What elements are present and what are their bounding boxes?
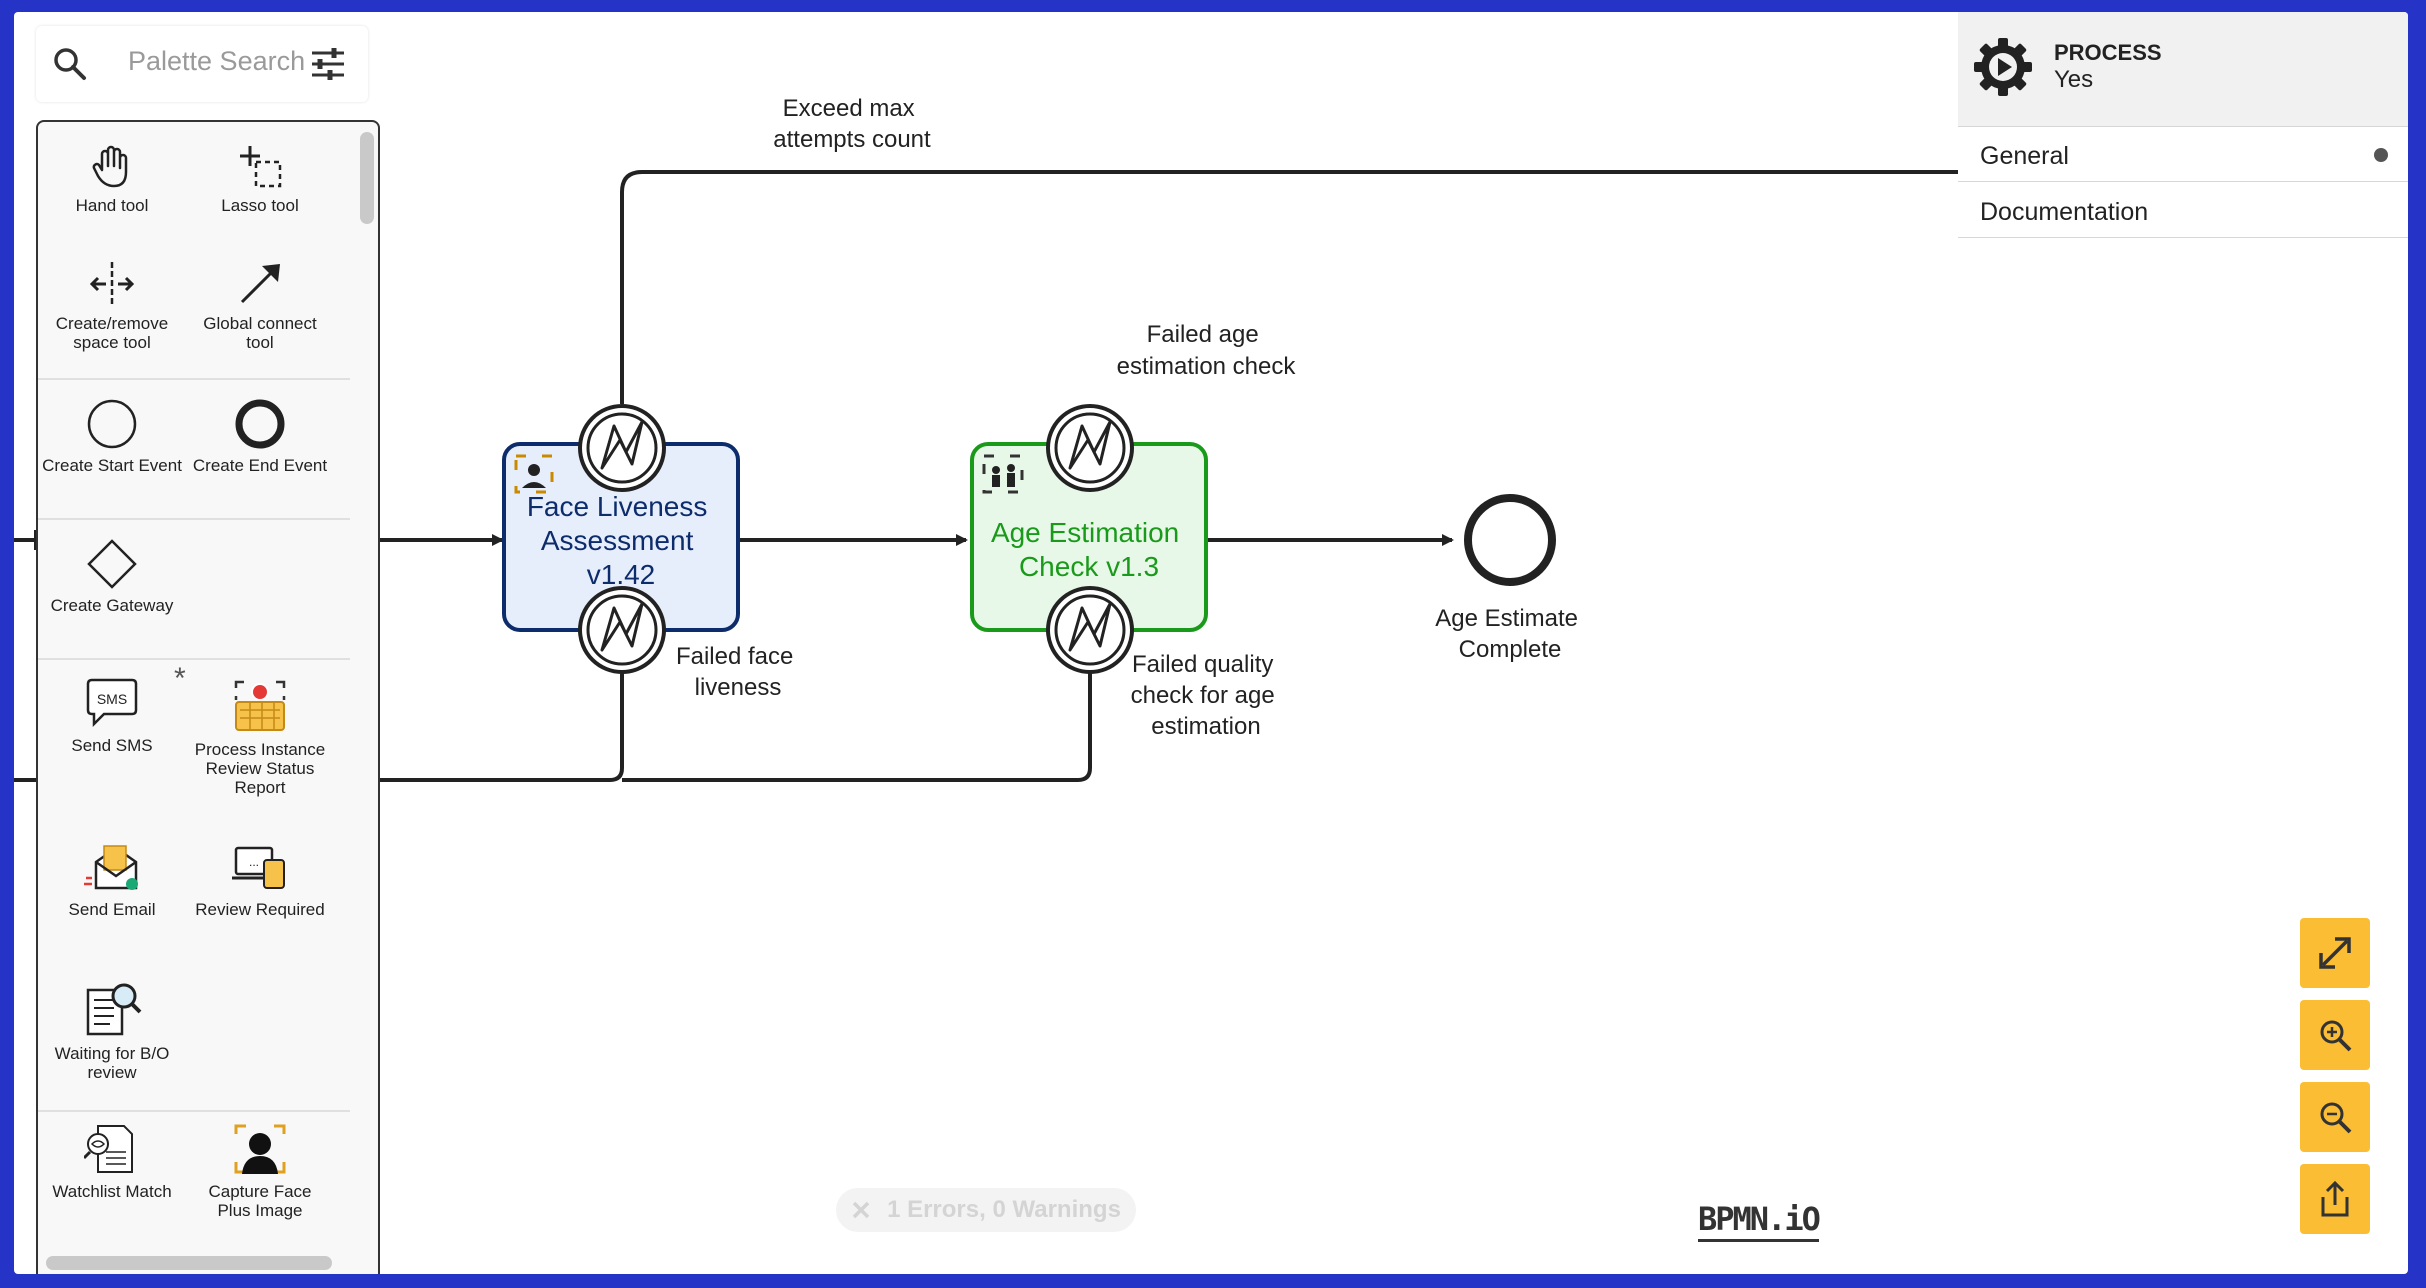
share-icon xyxy=(2321,1180,2349,1217)
export-button[interactable] xyxy=(2300,1164,2370,1234)
properties-header: PROCESS Yes xyxy=(1958,12,2408,127)
element-name: Yes xyxy=(2054,66,2094,93)
palette-watchlist-match[interactable]: Watchlist Match xyxy=(42,1122,182,1201)
task-face-line1: Face Liveness xyxy=(527,491,708,522)
process-gear-icon xyxy=(1974,38,2032,96)
app-window: Face Liveness Assessment v1.42 Age Estim… xyxy=(14,12,2408,1274)
palette-end-event[interactable]: Create End Event xyxy=(190,398,330,475)
palette-scrollbar-horizontal[interactable] xyxy=(46,1256,332,1270)
fullscreen-button[interactable] xyxy=(2300,918,2370,988)
task-age-line2: Check v1.3 xyxy=(1019,551,1159,582)
palette-waiting-review[interactable]: Waiting for B/O review xyxy=(42,980,182,1082)
svg-text:Face Liveness Assessme: Face Liveness Assessment v1.42 xyxy=(527,491,715,590)
filter-sliders-icon[interactable] xyxy=(310,46,346,82)
group-has-data-dot xyxy=(2374,148,2388,162)
svg-text:...: ... xyxy=(249,855,259,869)
waiting-review-icon xyxy=(86,983,142,1036)
label-failed-quality[interactable]: Failed quality check for age estimation xyxy=(1131,651,1282,740)
svg-text:SMS: SMS xyxy=(97,691,127,707)
bpmn-io-logo[interactable]: BPMN.iO xyxy=(1698,1200,1821,1242)
capture-face-icon xyxy=(234,1124,286,1174)
zoom-in-icon xyxy=(2320,1020,2352,1052)
label-failed-face[interactable]: Failed face liveness xyxy=(676,643,800,701)
gateway-icon xyxy=(87,539,137,589)
palette-hand-tool[interactable]: Hand tool xyxy=(42,142,182,215)
palette-capture-face[interactable]: Capture Face Plus Image xyxy=(190,1122,330,1220)
review-report-icon xyxy=(234,680,286,731)
palette-divider xyxy=(38,378,350,380)
sequence-flows[interactable] xyxy=(14,170,1958,782)
zoom-in-button[interactable] xyxy=(2300,1000,2370,1070)
end-event[interactable] xyxy=(1464,494,1556,586)
group-general[interactable]: General xyxy=(1958,126,2408,182)
palette-divider xyxy=(38,1110,350,1112)
boundary-event-failed-age[interactable] xyxy=(1046,404,1134,492)
space-tool-icon xyxy=(89,262,135,306)
svg-text:Age Estimation Check v: Age Estimation Check v1.3 xyxy=(991,517,1187,582)
connect-arrow-icon xyxy=(240,264,280,304)
palette-search-input[interactable]: Palette Search xyxy=(128,46,306,76)
palette-lasso-tool[interactable]: Lasso tool xyxy=(190,142,330,215)
boundary-event-failed-face[interactable] xyxy=(578,586,666,674)
email-icon xyxy=(84,845,138,890)
flow-failed-quality xyxy=(622,672,1092,782)
zoom-out-icon xyxy=(2320,1102,2352,1134)
face-scan-icon xyxy=(514,454,554,494)
task-age-line1: Age Estimation xyxy=(991,517,1179,548)
close-icon xyxy=(852,1201,870,1219)
group-documentation[interactable]: Documentation xyxy=(1958,182,2408,238)
boundary-event-failed-quality[interactable] xyxy=(1046,586,1134,674)
palette-send-sms[interactable]: SMS Send SMS xyxy=(42,678,182,755)
watchlist-icon xyxy=(84,1125,133,1173)
linting-status[interactable]: 1 Errors, 0 Warnings xyxy=(836,1188,1136,1232)
lasso-icon xyxy=(240,146,282,188)
palette-scrollbar-vertical[interactable] xyxy=(360,132,374,224)
custom-group-marker: * xyxy=(174,662,186,695)
start-event-icon xyxy=(87,399,137,449)
review-required-icon: ... xyxy=(232,846,285,889)
hand-icon xyxy=(92,145,128,188)
palette-connect-tool[interactable]: Global connect tool xyxy=(190,260,330,352)
palette-send-email[interactable]: Send Email xyxy=(42,842,182,919)
properties-panel: PROCESS Yes General Documentation xyxy=(1958,12,2408,242)
linting-status-text: 1 Errors, 0 Warnings xyxy=(887,1196,1121,1223)
label-failed-age[interactable]: Failed age estimation check xyxy=(1117,321,1297,380)
task-face-line2: Assessment xyxy=(541,525,694,556)
flow-failed-face xyxy=(14,672,624,782)
flow-exceed-max xyxy=(620,170,1958,404)
end-event-icon xyxy=(235,399,285,449)
palette-space-tool[interactable]: Create/remove space tool xyxy=(42,260,182,352)
palette-divider xyxy=(38,658,350,660)
boundary-event-exceed[interactable] xyxy=(578,404,666,492)
palette-review-required[interactable]: ... Review Required xyxy=(190,842,330,919)
task-face-line3: v1.42 xyxy=(587,559,656,590)
palette-gateway[interactable]: Create Gateway xyxy=(42,538,182,615)
palette-start-event[interactable]: Create Start Event xyxy=(42,398,182,475)
task-face-liveness[interactable]: Face Liveness Assessment v1.42 xyxy=(502,442,740,632)
label-end-event[interactable]: Age Estimate Complete xyxy=(1435,605,1584,663)
zoom-out-button[interactable] xyxy=(2300,1082,2370,1152)
palette-panel: Hand tool Lasso tool Create/remove space… xyxy=(36,120,380,1274)
expand-icon xyxy=(2319,937,2351,969)
element-type: PROCESS xyxy=(2054,40,2162,65)
palette-search-bar[interactable]: Palette Search xyxy=(36,26,368,102)
sms-icon: SMS xyxy=(86,678,138,728)
label-exceed-max[interactable]: Exceed max attempts count xyxy=(773,95,931,153)
palette-review-status-report[interactable]: Process Instance Review Status Report xyxy=(190,678,330,797)
search-icon xyxy=(54,48,86,80)
family-icon xyxy=(982,454,1024,494)
diagram-canvas[interactable]: Face Liveness Assessment v1.42 Age Estim… xyxy=(14,12,2408,1274)
palette-divider xyxy=(38,518,350,520)
